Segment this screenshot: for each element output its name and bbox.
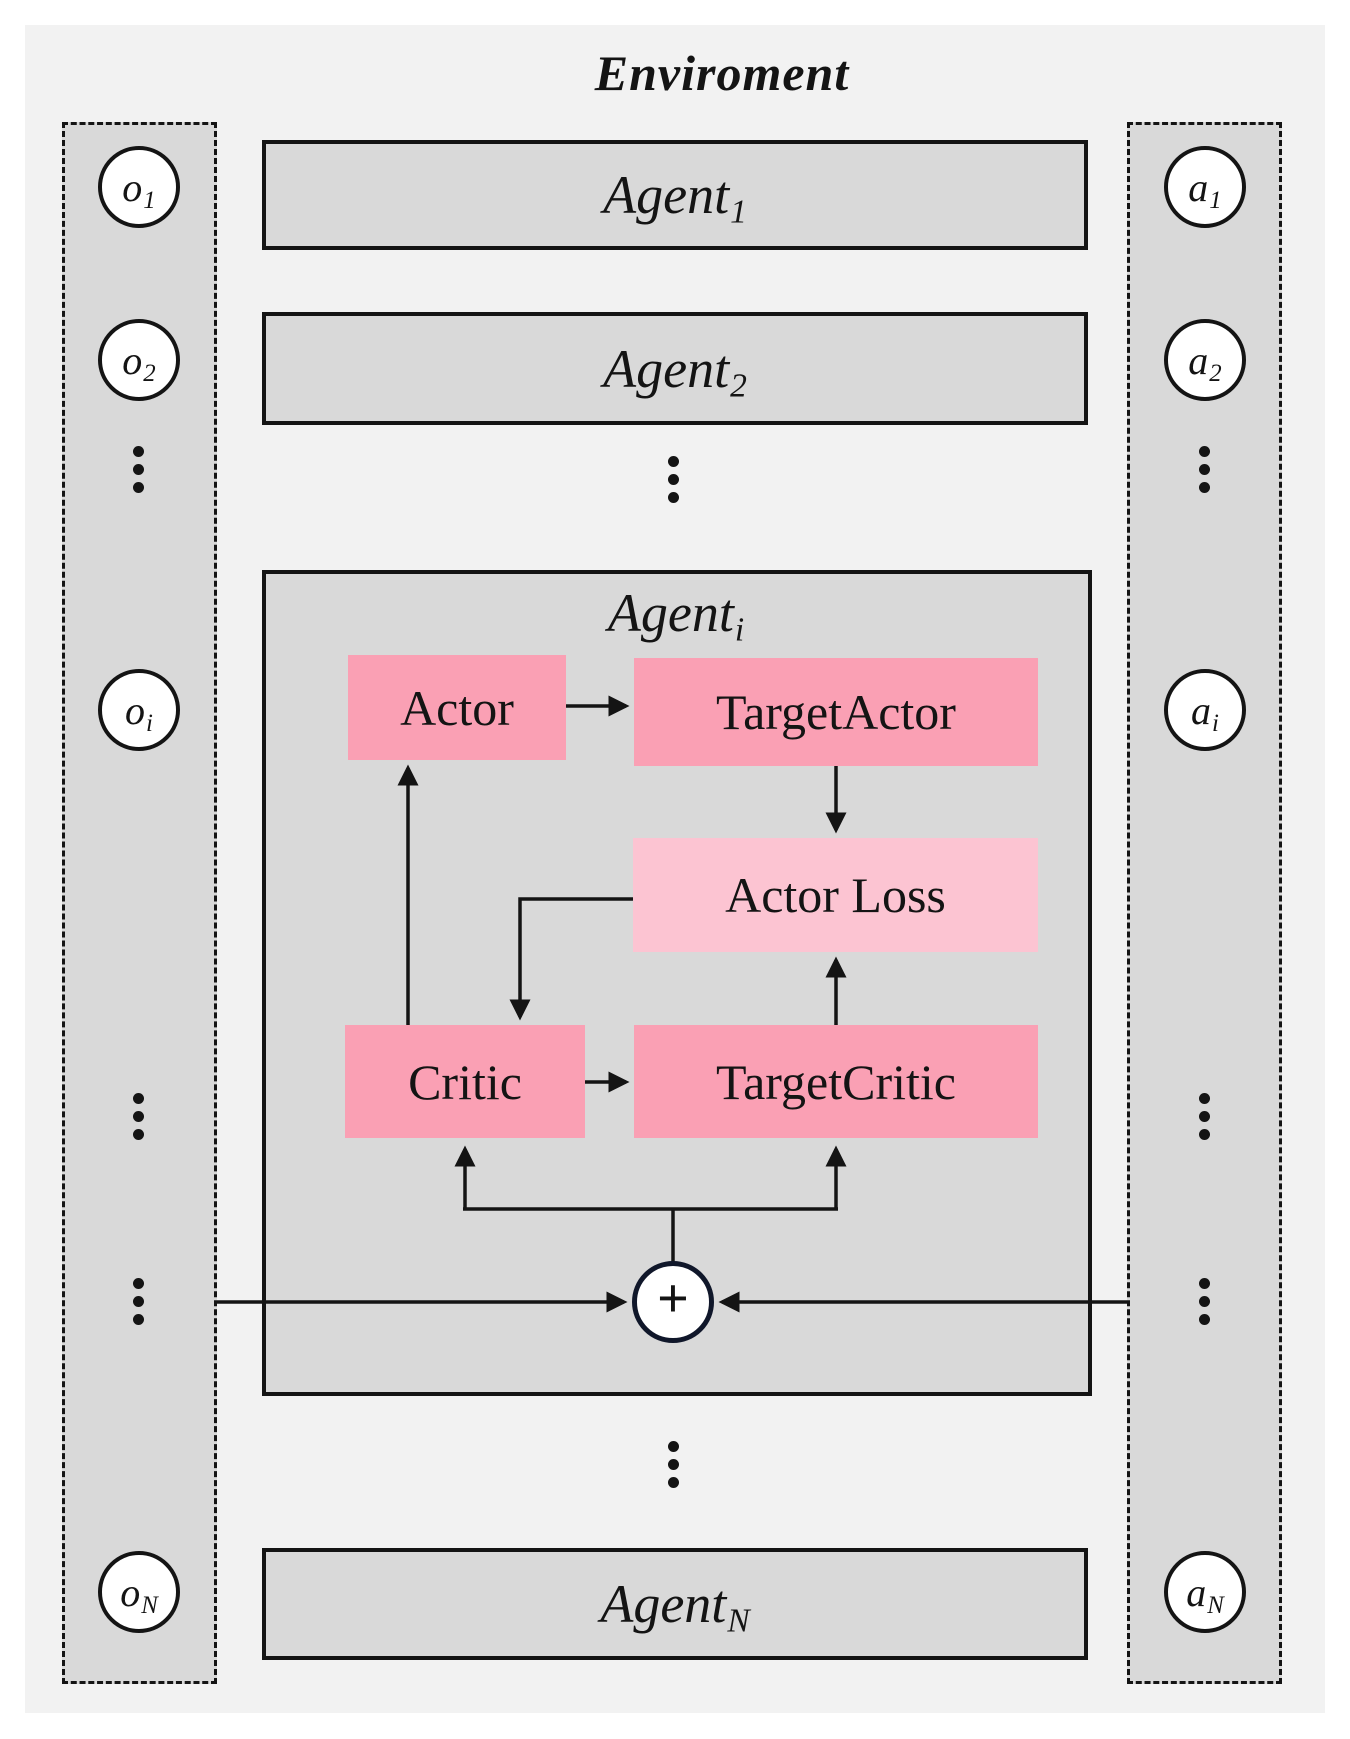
vertical-ellipsis-left-3 — [133, 1278, 144, 1325]
actor-label: Actor — [400, 679, 514, 736]
vertical-ellipsis-right-2 — [1199, 1093, 1210, 1140]
target-critic-box: TargetCritic — [634, 1025, 1038, 1138]
vertical-ellipsis-left-2 — [133, 1093, 144, 1140]
critic-label: Critic — [408, 1053, 522, 1110]
vertical-ellipsis-center-bottom — [668, 1441, 679, 1488]
critic-box: Critic — [345, 1025, 585, 1138]
vertical-ellipsis-right-3 — [1199, 1278, 1210, 1325]
target-actor-box: TargetActor — [634, 658, 1038, 766]
target-critic-label: TargetCritic — [716, 1053, 956, 1110]
sum-node: + — [632, 1261, 714, 1343]
plus-icon: + — [657, 1268, 689, 1330]
environment-title: Enviroment — [594, 45, 850, 101]
vertical-ellipsis-center-top — [668, 456, 679, 503]
vertical-ellipsis-left-1 — [133, 446, 144, 493]
actor-box: Actor — [348, 655, 566, 760]
actor-loss-label: Actor Loss — [725, 867, 946, 923]
actor-loss-box: Actor Loss — [633, 838, 1038, 952]
vertical-ellipsis-right-1 — [1199, 446, 1210, 493]
target-actor-label: TargetActor — [716, 684, 956, 740]
